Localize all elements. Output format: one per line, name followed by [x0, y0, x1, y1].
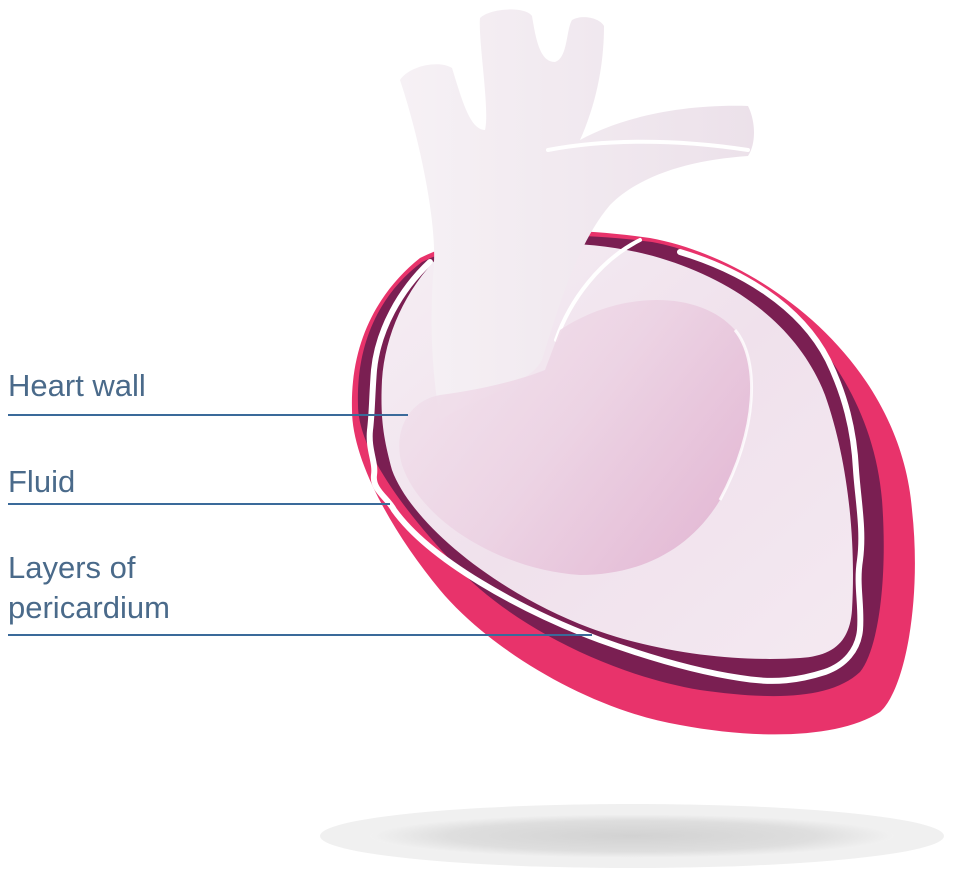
aortic-arch-edge [546, 139, 750, 152]
fluid-label: Fluid [8, 462, 75, 502]
pericardium-label-line-1: Layers of [8, 550, 136, 585]
ventricle-edge [718, 329, 754, 501]
heart-wall-label: Heart wall [8, 366, 146, 406]
fluid-label-text: Fluid [8, 464, 76, 499]
fluid-layer-line [366, 249, 865, 684]
heart-wall-label-text: Heart wall [8, 368, 146, 403]
left-ventricle [399, 300, 752, 575]
pulmonary-edge [554, 238, 642, 342]
ground-shadow-core [370, 814, 894, 858]
great-vessels [400, 9, 754, 420]
pericardium-label: Layers of pericardium [8, 548, 170, 628]
pericardium-label-line-2: pericardium [8, 590, 170, 625]
